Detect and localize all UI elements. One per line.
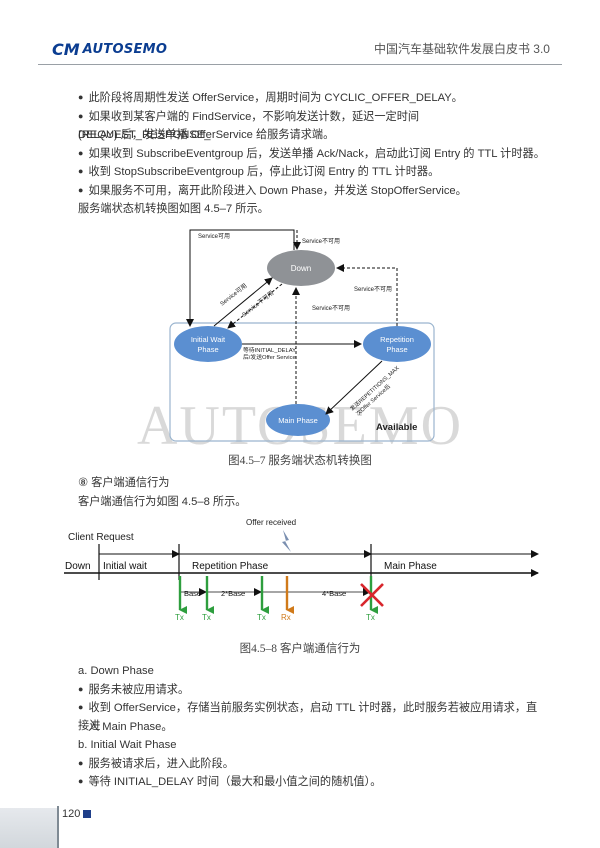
fig2-caption: 图4.5–8 客户端通信行为 [239,643,361,655]
intro-bullet-2: 如果收到某客户端的 FindService，不影响发送计数，延迟一定时间 (RE… [78,108,548,145]
section-8-title: ⑧ 客户端通信行为 [78,477,170,489]
available-label: Available [376,422,417,433]
state-initial-wait-label-1: Initial Wait [191,335,226,344]
rx-label: Rx [281,613,291,622]
state-initial-wait [174,326,242,362]
intro-bullet-3: 如果收到 SubscribeEventgroup 后，发送单播 Ack/Nack… [78,145,548,163]
state-initial-wait-label-2: Phase [197,345,218,354]
state-main-label: Main Phase [278,416,318,425]
section-b-title: b. Initial Wait Phase [78,739,177,751]
state-repetition-label-1: Repetition [380,335,414,344]
edge-label-wait-1: 等待INITIAL_DELAY [243,346,296,354]
interval-4base: 4*Base [322,589,346,598]
fig1-caption: 图4.5–7 服务端状态机转换图 [228,455,372,467]
intro-bullet-2-cont: DELAY) 后，发送单播 OfferService 给服务请求端。 [78,129,335,141]
state-down [267,250,335,286]
tx-label-3: Tx [257,613,266,622]
logo-text: AUTOSEMO [82,41,168,57]
fig1-reference: 服务端状态机转换图如图 4.5–7 所示。 [78,203,269,215]
section-a-bullet-1: 服务未被应用请求。 [78,681,548,699]
footer [0,806,600,848]
edge-repetition-to-main [325,360,383,415]
edge-label-wait-2: 后/发送Offer Service [243,353,296,361]
intro-bullet-5: 如果服务不可用，离开此阶段进入 Down Phase，并发送 StopOffer… [78,182,548,200]
state-down-label: Down [291,264,311,273]
phase-repetition: Repetition Phase [192,561,269,572]
intro-bullet-1: 此阶段将周期性发送 OfferService，周期时间为 CYCLIC_OFFE… [78,89,548,107]
page-number: 120 [62,808,81,820]
autosemo-logo: CM AUTOSEMO [52,38,167,60]
state-repetition-label-2: Phase [386,345,407,354]
interval-2base: 2*Base [221,589,245,598]
tx-label-1: Tx [175,613,184,622]
section-a-bullet-2: 收到 OfferService，存储当前服务实例状态，启动 TTL 计时器，此时… [78,699,548,736]
edge-initial-to-down [213,277,273,327]
phase-initial-wait: Initial wait [103,561,147,572]
section-b-bullet-2: 等待 INITIAL_DELAY 时间（最大和最小值之间的随机值）。 [78,773,548,791]
state-main [266,404,330,436]
phase-down: Down [65,561,91,572]
interval-base: Base [184,589,201,598]
server-state-machine-diagram: AUTOSEMO Down Initial Wait Phase Repetit… [137,229,461,450]
phase-main: Main Phase [384,561,437,572]
edge-repetition-to-down [336,264,398,326]
available-region [169,322,435,442]
footer-shade [0,808,57,848]
book-title: 中国汽车基础软件发展白皮书 3.0 [373,42,550,56]
client-request-label: Client Request [68,532,134,543]
edge-down-to-initial [186,229,295,327]
header-divider [38,64,562,65]
edge-label-unavail-mid: Service不可用 [312,305,350,312]
cancel-cross-icon [360,583,384,607]
section-a-title: a. Down Phase [78,665,154,677]
edge-down-to-initial-diag [227,283,283,329]
lightning-icon [282,530,291,552]
page-number-marker [83,810,91,818]
tx-label-2: Tx [202,613,211,622]
edge-label-unavail-diag: Service不可用 [241,290,275,319]
tx-label-4: Tx [366,613,375,622]
edge-label-unavail-right: Service不可用 [354,286,392,293]
fig2-reference: 客户端通信行为如图 4.5–8 所示。 [78,496,247,508]
edge-label-unavail-top: Service不可用 [302,238,340,245]
section-a-bullet-2-cont: 入 Main Phase。 [88,721,173,733]
offer-received-label: Offer received [246,518,296,527]
section-b-bullet-1: 服务被请求后，进入此阶段。 [78,755,548,773]
logo-mark: CM [52,39,80,59]
intro-bullet-4: 收到 StopSubscribeEventgroup 后，停止此订阅 Entry… [78,163,548,181]
client-behavior-timeline: Client Request Offer received Down Initi… [64,518,539,622]
edge-label-avail-top: Service可用 [198,233,230,240]
state-repetition [363,326,431,362]
edge-label-avail-diag: Service可用 [219,282,249,307]
